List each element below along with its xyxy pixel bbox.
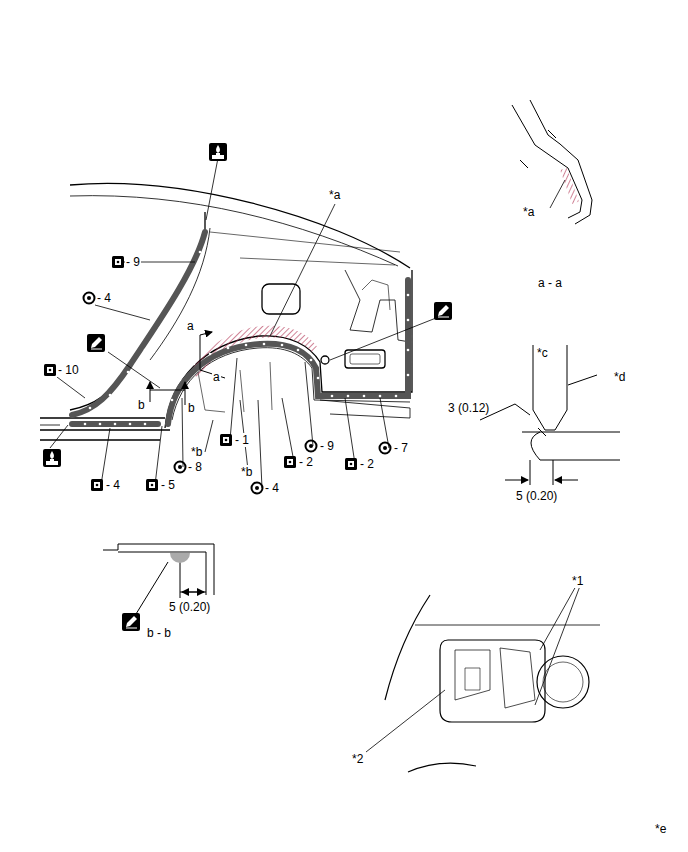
section-mark: a (186, 319, 195, 333)
callout-number: - 9 (125, 255, 141, 269)
note-mark: *a (522, 205, 535, 219)
section-mark: b (137, 398, 146, 412)
callout-number: - 10 (57, 363, 80, 377)
callout-number: - 4 (105, 478, 121, 492)
section-mark: a (212, 370, 221, 384)
callout-number: - 5 (160, 478, 176, 492)
callout-number: - 4 (96, 291, 112, 305)
callout-number: - 4 (264, 481, 280, 495)
callout-number: - 2 (359, 457, 375, 471)
note-mark: *a (328, 188, 341, 202)
section-title: b - b (146, 626, 172, 640)
note-mark: *d (613, 370, 626, 384)
section-title: a - a (537, 276, 563, 290)
note-mark: *1 (571, 574, 584, 588)
callout-number: - 9 (319, 439, 335, 453)
note-mark: *c (536, 346, 549, 360)
dimension: 5 (0.20) (168, 600, 211, 614)
note-mark: *b (190, 445, 203, 459)
dimension: 3 (0.12) (447, 401, 490, 415)
callout-number: - 8 (187, 460, 203, 474)
section-mark: b (187, 401, 196, 415)
callout-number: - 7 (393, 441, 409, 455)
note-mark: *2 (351, 752, 364, 766)
dimension: 5 (0.20) (515, 489, 558, 503)
callout-number: - 2 (298, 455, 314, 469)
note-mark: *b (240, 465, 253, 479)
note-mark: *e (654, 822, 667, 836)
callout-number: - 1 (234, 433, 250, 447)
